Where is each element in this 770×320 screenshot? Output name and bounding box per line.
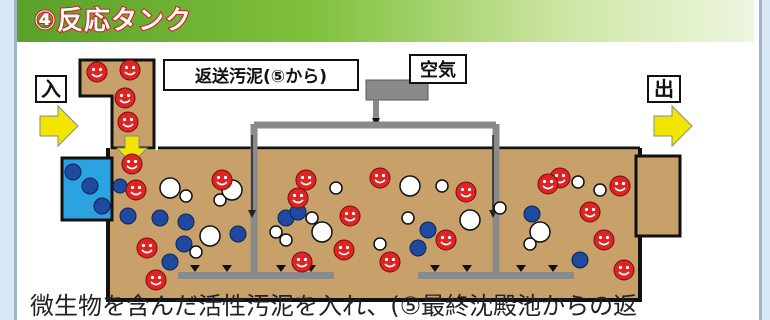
title-bar	[17, 0, 754, 42]
blue-particle	[161, 253, 179, 271]
return-sludge-label-box	[163, 59, 359, 91]
air-bubble	[399, 175, 421, 197]
microbe-smiley-icon	[119, 59, 141, 81]
outlet-box	[634, 154, 682, 238]
microbe-smiley-icon	[609, 175, 631, 197]
air-bubble	[373, 237, 387, 251]
air-bubble	[213, 193, 227, 207]
air-header-box	[365, 79, 429, 101]
blue-particle	[523, 205, 541, 223]
air-label-box	[409, 54, 467, 84]
air-bubble	[523, 237, 537, 251]
microbe-smiley-icon	[593, 229, 615, 251]
blue-particle	[151, 209, 169, 227]
diffuser-right	[418, 272, 574, 279]
blue-particle	[175, 235, 193, 253]
return-sludge-label: 返送汚泥(⑤から)	[195, 66, 327, 87]
blue-particle	[409, 239, 427, 257]
air-bubble	[593, 183, 607, 197]
air-bubble	[179, 189, 193, 203]
microbe-smiley-icon	[579, 201, 601, 223]
diffuser-left	[178, 272, 334, 279]
air-bubble	[401, 211, 415, 225]
caption-text: 微生物を含んだ活性汚泥を入れ、(⑤最終沈殿池からの返	[30, 292, 638, 320]
air-bubble	[159, 177, 181, 199]
microbe-smiley-icon	[291, 251, 313, 273]
inlet-label-box	[35, 75, 67, 103]
microbe-smiley-icon	[339, 205, 361, 227]
window-left-edge	[0, 0, 14, 320]
slide-title: ④反応タンク	[33, 5, 193, 37]
air-bubble	[279, 233, 293, 247]
blue-particle	[571, 251, 589, 269]
air-label: 空気	[420, 59, 456, 81]
air-bubble	[435, 179, 449, 193]
air-bubble	[493, 201, 507, 215]
diffuser-nozzle-icons	[190, 265, 558, 272]
microbe-smiley-icon	[435, 229, 457, 251]
air-bubble	[189, 245, 203, 259]
microbe-smiley-icon	[125, 179, 147, 201]
microbe-smiley-icon	[86, 61, 108, 83]
blue-particle	[177, 213, 195, 231]
air-bubble	[311, 221, 333, 243]
inlet-arrow-icon	[39, 104, 79, 148]
microbe-smiley-icon	[613, 259, 635, 281]
particle-field	[86, 59, 635, 291]
microbe-smiley-icon	[114, 87, 136, 109]
outlet-label-box	[647, 75, 681, 103]
microbe-smiley-icon	[537, 173, 559, 195]
microbe-smiley-icon	[295, 169, 317, 191]
microbe-smiley-icon	[379, 251, 401, 273]
outlet-label: 出	[654, 77, 674, 101]
microbe-smiley-icon	[211, 169, 233, 191]
microbe-smiley-icon	[145, 269, 167, 291]
air-bubble	[269, 225, 283, 239]
microbe-smiley-icon	[455, 181, 477, 203]
microbe-smiley-icon	[333, 239, 355, 261]
outlet-arrow-icon	[653, 104, 693, 148]
air-bubble	[329, 181, 343, 195]
air-bubble	[305, 211, 319, 225]
flow-arrow-left-icon	[248, 210, 256, 218]
blue-particle	[229, 225, 247, 243]
blue-particle	[119, 207, 137, 225]
microbe-smiley-icon	[121, 153, 143, 175]
air-bubble	[571, 175, 585, 189]
microbe-smiley-icon	[287, 187, 309, 209]
microbe-smiley-icon	[117, 111, 139, 133]
microbe-smiley-icon	[136, 237, 158, 259]
air-bubble	[459, 209, 481, 231]
return-arrow-down-icon	[115, 135, 149, 165]
microbe-smiley-icon	[369, 167, 391, 189]
inlet-label: 入	[41, 77, 61, 101]
air-bubble	[199, 225, 221, 247]
blue-particle	[419, 221, 437, 239]
air-bubble	[529, 221, 551, 243]
